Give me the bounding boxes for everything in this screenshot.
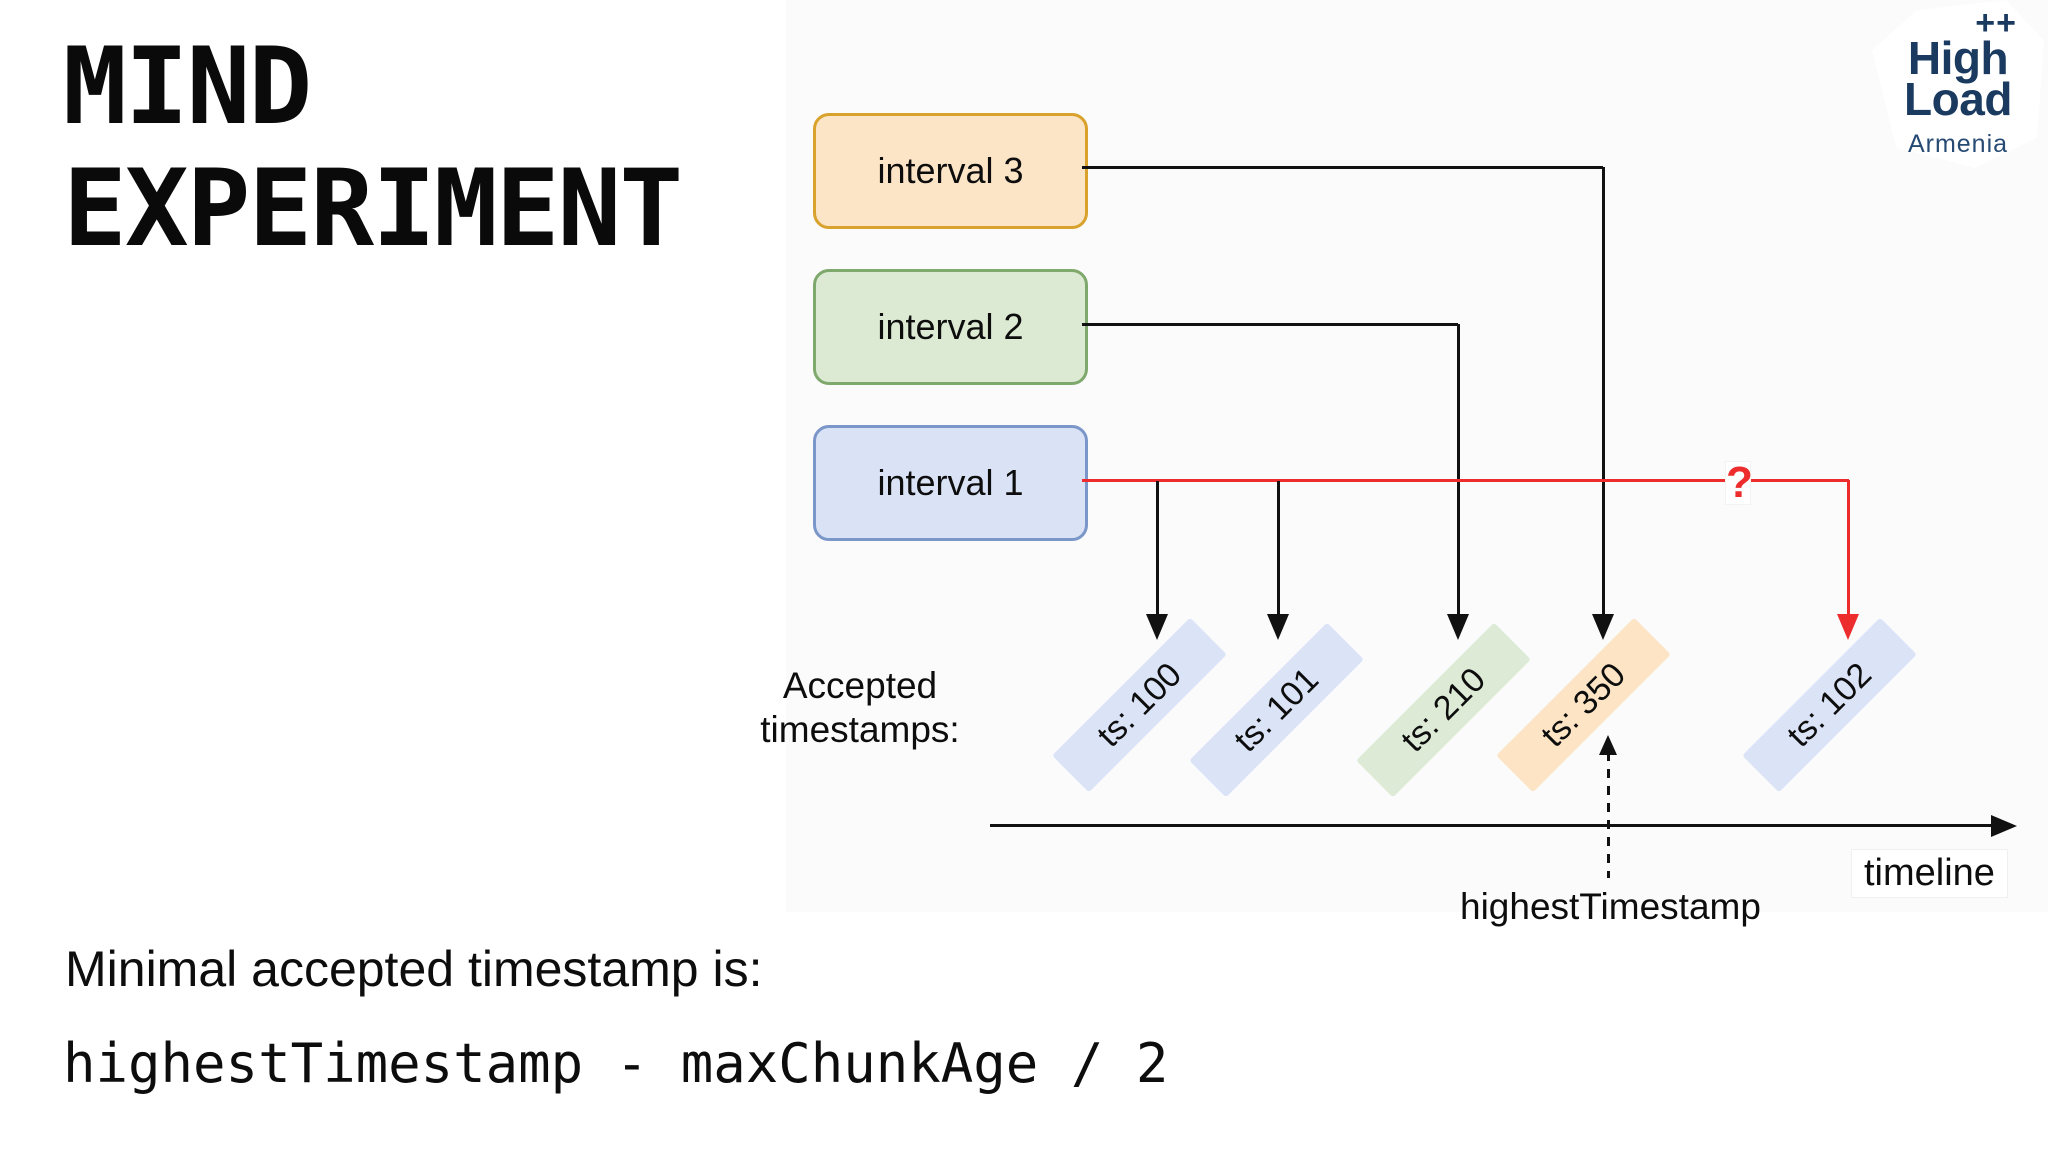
ts-101-drop-line bbox=[1277, 481, 1280, 615]
interval-2-connector-vertical bbox=[1457, 324, 1460, 615]
timeline-label: timeline bbox=[1851, 849, 2008, 898]
interval-3-label: interval 3 bbox=[877, 150, 1024, 191]
ts-102-drop-line-red bbox=[1847, 480, 1850, 615]
footer-formula: highestTimestamp - maxChunkAge / 2 bbox=[63, 1032, 1169, 1095]
logo-word-high: High bbox=[1907, 32, 2009, 84]
accepted-timestamps-label: Accepted timestamps: bbox=[738, 664, 982, 751]
logo-subtitle: Armenia bbox=[1907, 129, 2009, 158]
ts-101-arrowhead-icon bbox=[1267, 614, 1289, 640]
page-title: MIND EXPERIMENT bbox=[63, 25, 683, 270]
question-mark-badge: ? bbox=[1726, 458, 1753, 507]
title-line-2: EXPERIMENT bbox=[63, 146, 683, 270]
interval-1-label: interval 1 bbox=[877, 462, 1024, 503]
logo-content: ++ High Load Armenia bbox=[1872, 4, 2044, 159]
interval-3-box: interval 3 bbox=[813, 113, 1088, 229]
logo-plusplus: ++ bbox=[1975, 4, 2017, 42]
ts-100-arrowhead-icon bbox=[1146, 614, 1168, 640]
interval-1-box: interval 1 bbox=[813, 425, 1088, 541]
interval-3-arrowhead-icon bbox=[1592, 614, 1614, 640]
highload-logo: ++ High Load Armenia bbox=[1872, 0, 2044, 172]
highest-timestamp-arrowhead-icon bbox=[1599, 735, 1617, 755]
interval-2-label: interval 2 bbox=[877, 306, 1024, 347]
title-line-1: MIND bbox=[63, 25, 312, 148]
ts-102-arrowhead-icon bbox=[1837, 614, 1859, 640]
footer-sentence: Minimal accepted timestamp is: bbox=[65, 941, 763, 997]
timeline-axis-line bbox=[990, 824, 1995, 827]
highest-timestamp-dashed-line bbox=[1607, 752, 1610, 878]
interval-3-connector-horizontal bbox=[1082, 166, 1603, 169]
ts-100-drop-line bbox=[1156, 481, 1159, 615]
timeline-arrowhead-icon bbox=[1991, 815, 2017, 837]
interval-2-arrowhead-icon bbox=[1447, 614, 1469, 640]
interval-1-connector-horizontal-red bbox=[1082, 479, 1849, 482]
interval-3-connector-vertical bbox=[1602, 167, 1605, 615]
interval-2-connector-horizontal bbox=[1082, 323, 1458, 326]
highest-timestamp-label: highestTimestamp bbox=[1460, 886, 1761, 927]
logo-word-load: Load bbox=[1904, 73, 2012, 126]
logo-badge-shape bbox=[1872, 0, 2044, 168]
accepted-line-2: timestamps: bbox=[760, 708, 960, 750]
interval-2-box: interval 2 bbox=[813, 269, 1088, 385]
accepted-line-1: Accepted bbox=[782, 665, 938, 706]
